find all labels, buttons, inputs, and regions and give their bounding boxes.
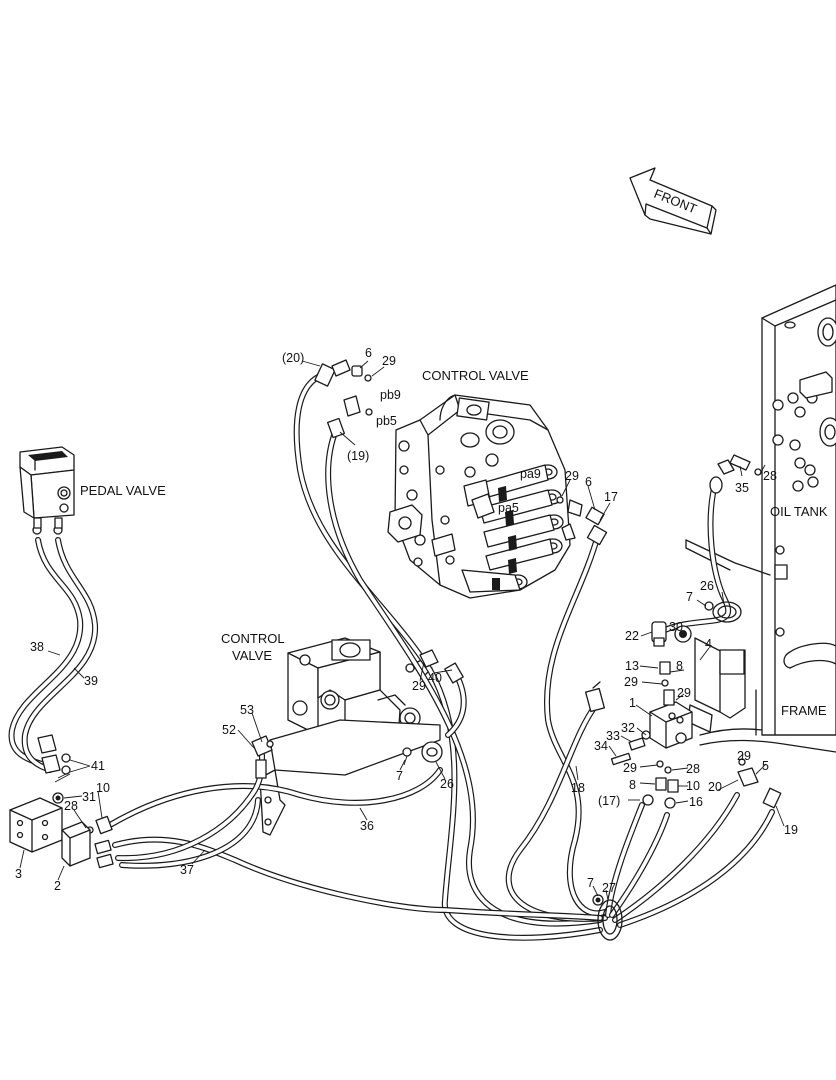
callout: 17 — [604, 490, 618, 504]
callout: 6 — [585, 475, 592, 489]
front-direction-arrow: FRONT — [629, 167, 717, 235]
callout: 40 — [428, 671, 442, 685]
callout: 33 — [606, 729, 620, 743]
control-valve-left-label-line1: CONTROL — [221, 631, 285, 646]
callout: 30 — [669, 620, 683, 634]
callout: 1 — [629, 696, 636, 710]
leader-lines — [19, 360, 785, 901]
callout: 20 — [708, 780, 722, 794]
callout: 53 — [240, 703, 254, 717]
callout: 39 — [84, 674, 98, 688]
callout: 38 — [30, 640, 44, 654]
callout: 18 — [571, 781, 585, 795]
callout: (20) — [282, 351, 304, 365]
callout: 22 — [625, 629, 639, 643]
callout: 27 — [602, 881, 616, 895]
callout: 29 — [382, 354, 396, 368]
callout: 6 — [365, 346, 372, 360]
part-callouts: (20) 6 29 (19) 29 6 17 35 28 26 7 22 30 … — [15, 346, 798, 895]
callout: 29 — [623, 761, 637, 775]
callout: 26 — [440, 777, 454, 791]
callout: 10 — [686, 779, 700, 793]
callout: 28 — [763, 469, 777, 483]
fittings — [9, 359, 782, 941]
oil-tank-label: OIL TANK — [770, 504, 828, 519]
callout: 41 — [91, 759, 105, 773]
callout: 3 — [15, 867, 22, 881]
callout: 29 — [624, 675, 638, 689]
port-pa9-label: pa9 — [520, 467, 541, 481]
callout: 29 — [412, 679, 426, 693]
callout: (19) — [347, 449, 369, 463]
pedal-valve — [19, 446, 75, 535]
callout: 52 — [222, 723, 236, 737]
callout: 26 — [700, 579, 714, 593]
callout: 34 — [594, 739, 608, 753]
callout: 29 — [565, 469, 579, 483]
callout: 31 — [82, 790, 96, 804]
hoses — [8, 372, 775, 941]
callout: 37 — [180, 863, 194, 877]
callout: 4 — [705, 637, 712, 651]
callout: 19 — [784, 823, 798, 837]
callout: 28 — [686, 762, 700, 776]
callout: 32 — [621, 721, 635, 735]
port-pb5-label: pb5 — [376, 414, 397, 428]
port-pb9-label: pb9 — [380, 388, 401, 402]
callout: 13 — [625, 659, 639, 673]
frame-label: FRAME — [781, 703, 827, 718]
callout: 29 — [677, 686, 691, 700]
callout: 8 — [629, 778, 636, 792]
callout: 2 — [54, 879, 61, 893]
pedal-valve-label: PEDAL VALVE — [80, 483, 166, 498]
callout: 29 — [737, 749, 751, 763]
control-valve-main-label: CONTROL VALVE — [422, 368, 529, 383]
callout: 35 — [735, 481, 749, 495]
callout: 28 — [64, 799, 78, 813]
port-pa5-label: pa5 — [498, 501, 519, 515]
callout: 7 — [396, 769, 403, 783]
callout: 10 — [96, 781, 110, 795]
control-valve-left-label-line2: VALVE — [232, 648, 272, 663]
callout: 5 — [762, 759, 769, 773]
callout: (17) — [598, 794, 620, 808]
control-valve-main — [387, 394, 571, 599]
component-labels: CONTROL VALVE CONTROL VALVE PEDAL VALVE … — [80, 368, 828, 718]
callout: 36 — [360, 819, 374, 833]
callout: 16 — [689, 795, 703, 809]
callout: 7 — [686, 590, 693, 604]
callout: 7 — [587, 876, 594, 890]
callout: 8 — [676, 659, 683, 673]
